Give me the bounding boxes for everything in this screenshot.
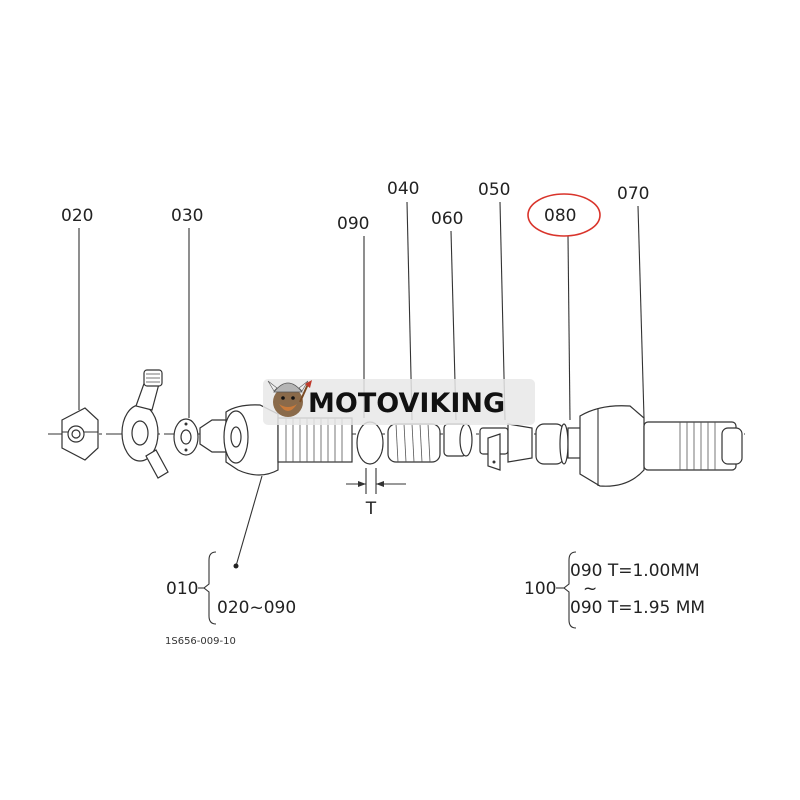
part-030-banjo-fitting	[121, 369, 169, 479]
drawing-number: 1S656-009-10	[165, 636, 236, 647]
viking-mascot-icon	[267, 380, 312, 417]
leader-010	[235, 475, 263, 567]
leader-070	[637, 205, 645, 419]
part-050-pushrod	[479, 423, 533, 471]
callout-030: 030	[171, 206, 203, 226]
part-090-shim	[356, 421, 384, 465]
part-030-washer	[173, 418, 199, 456]
callout-040: 040	[387, 179, 419, 199]
watermark: MOTOVIKING	[263, 379, 535, 425]
shim-row-2: 090 T=1.95 MM	[570, 598, 705, 618]
dimension-label: T	[365, 499, 377, 519]
part-060-spacer	[443, 423, 473, 457]
assembly-parent-label: 010	[166, 579, 198, 599]
assembly-bracket	[203, 551, 217, 625]
callout-050: 050	[478, 180, 510, 200]
callout-020: 020	[61, 206, 93, 226]
watermark-brand: MOTOVIKING	[308, 388, 505, 419]
shim-row-tilde: ~	[583, 579, 597, 599]
leader-080	[567, 235, 571, 421]
callout-070: 070	[617, 184, 649, 204]
highlight-080	[527, 193, 601, 237]
part-020-hex-nut	[61, 407, 99, 461]
shim-parent-label: 100	[524, 579, 556, 599]
assembly-range-label: 020~090	[217, 598, 296, 618]
callout-060: 060	[431, 209, 463, 229]
part-070-holder-nut	[579, 405, 743, 487]
leader-010-dot	[233, 563, 239, 569]
callout-080: 080	[544, 206, 576, 226]
dimension-t	[346, 468, 406, 494]
part-040-spring	[387, 423, 441, 463]
shim-row-1: 090 T=1.00MM	[570, 561, 700, 581]
callout-090: 090	[337, 214, 369, 234]
